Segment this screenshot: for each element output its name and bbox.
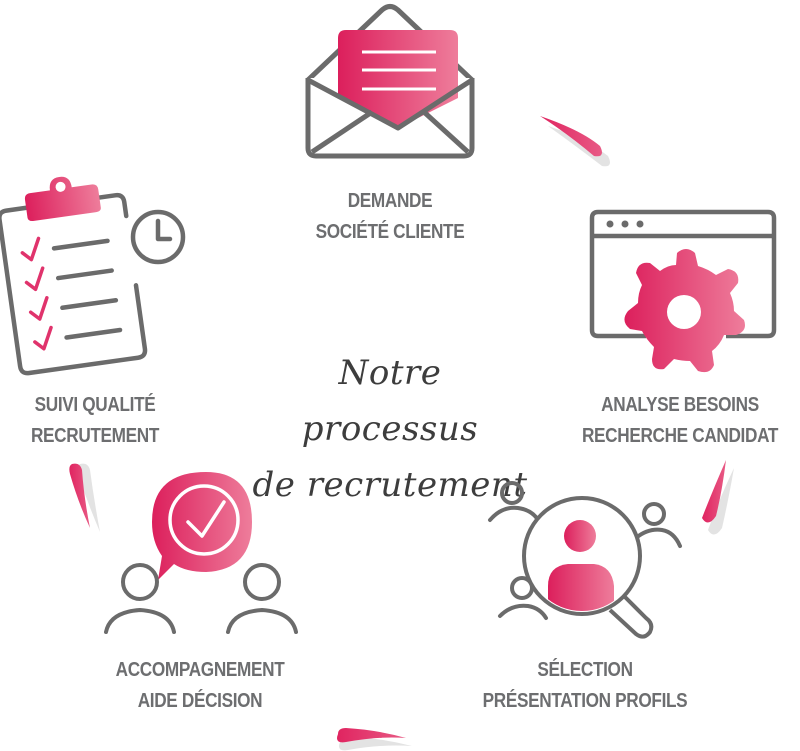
step-label-line-2: RECHERCHE CANDIDAT bbox=[581, 425, 779, 447]
diagram-title: Notre processus de recrutement bbox=[250, 345, 530, 513]
step-label-line-2: RECRUTEMENT bbox=[30, 425, 160, 447]
speech-check-people-icon bbox=[104, 472, 298, 634]
step-label-line-2: AIDE DÉCISION bbox=[137, 690, 263, 712]
flow-arrow-3 bbox=[337, 728, 412, 751]
browser-gear-icon bbox=[589, 209, 777, 373]
step-label-line-2: SOCIÉTÉ CLIENTE bbox=[315, 221, 465, 243]
title-line-1: Notre processus bbox=[301, 353, 479, 449]
clipboard-clock-icon bbox=[0, 176, 186, 376]
step-label: SUIVI QUALITÉ RECRUTEMENT bbox=[13, 390, 176, 452]
flow-arrow-1 bbox=[540, 116, 610, 167]
step-label-line-2: PRÉSENTATION PROFILS bbox=[482, 690, 688, 712]
step-label-line-1: ANALYSE BESOINS bbox=[601, 394, 759, 416]
step-label: DEMANDE SOCIÉTÉ CLIENTE bbox=[304, 186, 476, 248]
step-label-line-1: DEMANDE bbox=[347, 190, 433, 212]
title-line-2: de recrutement bbox=[252, 465, 528, 505]
step-label-line-1: ACCOMPAGNEMENT bbox=[115, 659, 285, 681]
step-label: ANALYSE BESOINS RECHERCHE CANDIDAT bbox=[560, 390, 800, 452]
step-label: SÉLECTION PRÉSENTATION PROFILS bbox=[460, 655, 709, 717]
step-label-line-1: SUIVI QUALITÉ bbox=[34, 394, 156, 416]
flow-arrow-4 bbox=[69, 463, 100, 532]
step-label: ACCOMPAGNEMENT AIDE DÉCISION bbox=[97, 655, 303, 717]
envelope-letter-icon bbox=[305, 4, 475, 159]
step-label-line-1: SÉLECTION bbox=[537, 659, 633, 681]
magnifier-people-icon bbox=[488, 481, 682, 639]
flow-arrow-2 bbox=[702, 460, 734, 535]
